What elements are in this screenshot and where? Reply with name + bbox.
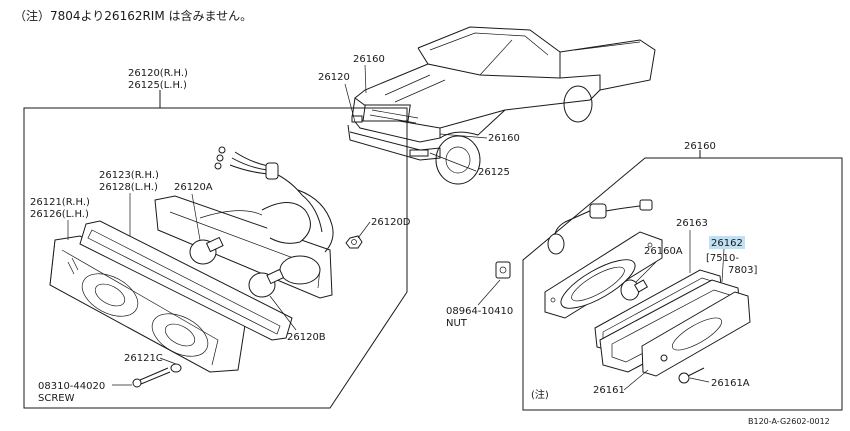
label-right-26160: 26160 [684, 141, 716, 152]
screw-26161A [678, 367, 705, 384]
label-nut-name: NUT [446, 318, 468, 329]
label-26162-range1: [7510- [706, 253, 739, 264]
footer-code: B120-A-G2602-0012 [748, 417, 830, 426]
label-26161A: 26161A [711, 378, 750, 389]
label-26121-rh: 26121(R.H.) [30, 197, 90, 208]
label-26123-rh: 26123(R.H.) [99, 170, 159, 181]
label-26160A: 26160A [644, 246, 683, 257]
label-26126-lh: 26126(L.H.) [30, 209, 89, 220]
label-26128-lh: 26128(L.H.) [99, 182, 158, 193]
label-26120B: 26120B [287, 332, 326, 343]
nut-26120D [345, 235, 363, 249]
nut-08964 [495, 261, 511, 279]
front-lens-26121 [49, 235, 246, 373]
label-screw-name: SCREW [38, 393, 75, 404]
truck-illustration [347, 26, 656, 185]
gasket-26123 [79, 220, 293, 341]
wiring-harness [214, 146, 334, 253]
right-assembly-frame [522, 150, 843, 411]
label-26120D: 26120D [371, 217, 411, 228]
label-26161: 26161 [593, 385, 625, 396]
screw-08310 [132, 363, 182, 388]
bulb-26120B [248, 268, 285, 298]
label-car-26160b: 26160 [488, 133, 520, 144]
label-26120-rh: 26120(R.H.) [128, 68, 188, 79]
label-note-mark: (注) [531, 388, 549, 401]
label-26120A: 26120A [174, 182, 213, 193]
label-car-26120: 26120 [318, 72, 350, 83]
label-26121C: 26121C [124, 353, 163, 364]
note-text: （注）7804より26162RIM は含みません。 [14, 8, 252, 23]
lamp-housing-26120 [154, 195, 333, 299]
left-assembly-frame [23, 90, 408, 409]
bulb-26120A [189, 236, 224, 265]
label-26162-range2: 7803] [728, 265, 757, 276]
socket-wire [547, 199, 653, 255]
label-car-26160: 26160 [353, 54, 385, 65]
side-lens-26161 [641, 291, 751, 377]
label-car-26125: 26125 [478, 167, 510, 178]
label-26125-lh: 26125(L.H.) [128, 80, 187, 91]
highlight-26162 [709, 236, 745, 249]
bulb-26160A [620, 279, 649, 301]
label-26163: 26163 [676, 218, 708, 229]
side-lamp-housing-26160 [544, 231, 663, 319]
label-screw-no: 08310-44020 [38, 381, 105, 392]
label-nut-no: 08964-10410 [446, 306, 513, 317]
label-26162: 26162 [711, 238, 743, 249]
